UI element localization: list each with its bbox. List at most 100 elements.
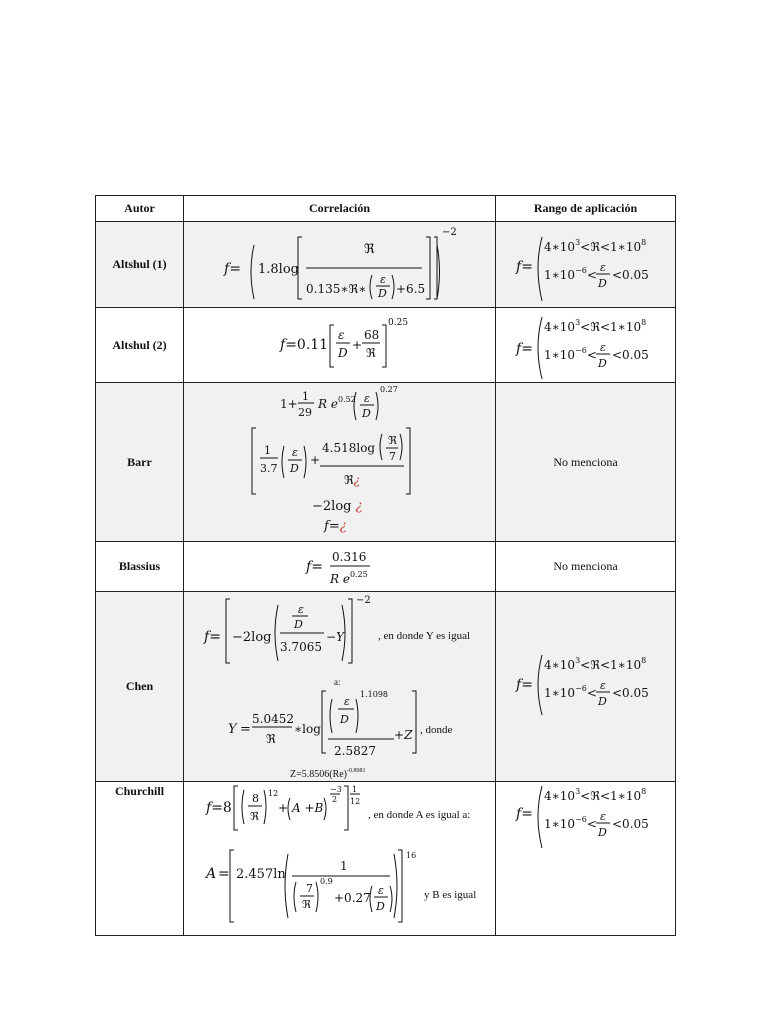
svg-text:16: 16 [406,851,416,860]
svg-text:4.518log: 4.518log [322,441,375,455]
svg-text:f=: f= [223,261,241,277]
correlation-formula: f=0.11 ε D + 68 ℜ 0.25 [183,307,496,383]
svg-text:+: + [352,338,362,352]
svg-text:3.7065: 3.7065 [280,640,322,654]
svg-text:ℜ: ℜ [364,242,375,257]
svg-text:D: D [339,713,349,726]
svg-text:0.9: 0.9 [320,877,333,886]
svg-text:f=0.11: f=0.11 [279,337,328,353]
svg-text:1.1098: 1.1098 [360,690,388,699]
svg-text:f=¿: f=¿ [323,519,347,534]
svg-text:f=: f= [515,259,533,275]
author-cell: Blassius [95,541,184,592]
correlation-formula: f= 0.316 R e0.25 [183,541,496,592]
svg-text:ε: ε [600,261,606,274]
svg-text:ε: ε [338,328,344,342]
svg-text:ℜ¿: ℜ¿ [344,473,360,487]
svg-text:1∗10−6<: 1∗10−6< [544,346,597,362]
svg-text:+: + [278,801,288,815]
svg-text:f=: f= [515,806,533,822]
svg-text:=: = [240,722,251,737]
header-correlation: Correlación [183,195,496,222]
churchill-a-note: , en donde A es igual a: [368,809,470,821]
svg-text:1: 1 [264,444,271,457]
svg-text:1∗10−6<: 1∗10−6< [544,815,597,831]
svg-text:ε: ε [344,695,350,708]
svg-text:−2log ¿: −2log ¿ [312,499,363,514]
chen-y-note: , en donde Y es igual [378,630,470,642]
svg-text:D: D [597,826,607,839]
range-formula-4: f= 4∗103<ℜ<1∗108 1∗10−6< ε D <0.05 [515,785,649,849]
table-row: Churchill f=8 8 ℜ 12 + A +B −3 [95,781,676,936]
svg-text:−2: −2 [356,595,371,606]
svg-text:ε: ε [292,446,298,459]
svg-text:D: D [377,287,387,300]
svg-text:=: = [218,866,230,882]
svg-text:ε: ε [378,884,384,897]
svg-text:4∗103<ℜ<1∗108: 4∗103<ℜ<1∗108 [544,318,646,334]
chen-formula: f= −2log ε D 3.7065 −Y −2 , en donde Y e… [203,595,470,780]
svg-text:D: D [289,462,299,475]
svg-text:f=: f= [515,341,533,357]
svg-text:1: 1 [352,785,357,794]
svg-text:ℜ: ℜ [266,732,276,746]
svg-text:ℜ: ℜ [302,898,311,911]
svg-text:1: 1 [340,859,348,873]
svg-text:D: D [597,357,607,370]
churchill-formula: f=8 8 ℜ 12 + A +B −3 2 1 [204,785,476,923]
svg-text:4∗103<ℜ<1∗108: 4∗103<ℜ<1∗108 [544,787,646,803]
author-cell: Altshul (1) [95,221,184,308]
svg-text:∗log: ∗log [294,722,321,736]
svg-text:D: D [597,277,607,290]
svg-text:+Z: +Z [394,728,413,742]
header-author: Autor [95,195,184,222]
svg-text:<0.05: <0.05 [612,686,649,700]
svg-text:2: 2 [332,795,337,804]
svg-text:7: 7 [306,882,313,895]
table-row: Altshul (1) f= 1.8log ℜ 0.135∗ℜ∗ ε D +6.… [95,221,676,308]
altshul2-formula: f=0.11 ε D + 68 ℜ 0.25 [279,318,408,368]
svg-text:4∗103<ℜ<1∗108: 4∗103<ℜ<1∗108 [544,238,646,254]
svg-text:Z=5.8506(Re)-0.8981: Z=5.8506(Re)-0.8981 [290,768,366,780]
svg-text:ε: ε [600,810,606,823]
churchill-b-note: y B es igual [424,889,476,901]
svg-text:D: D [597,695,607,708]
svg-text:1: 1 [302,390,309,403]
svg-text:+0.27: +0.27 [334,891,371,905]
table-row: Blassius f= 0.316 R e0.25 No menciona [95,541,676,592]
chen-donde-note: , donde [420,724,453,736]
svg-text:f=: f= [203,629,221,645]
svg-text:Y: Y [228,722,238,737]
svg-text:−3: −3 [330,785,342,794]
range-formula: f= 4∗103<ℜ<1∗108 1∗10−6< ε D <0.05 [495,781,676,936]
chen-z-note: Z=5.8506(Re) [290,769,347,780]
barr-formula: 1+ 1 29 R e0.52 ε D 0.27 1 3.7 ε [251,385,411,534]
correlation-formula: 1+ 1 29 R e0.52 ε D 0.27 1 3.7 ε [183,382,496,542]
svg-text:R e0.52: R e0.52 [317,395,356,411]
table-header-row: Autor Correlación Rango de aplicación [95,195,676,222]
svg-text:<0.05: <0.05 [612,348,649,362]
correlation-formula: f=8 8 ℜ 12 + A +B −3 2 1 [183,781,496,936]
svg-text:f=: f= [515,677,533,693]
correlation-formula: f= −2log ε D 3.7065 −Y −2 , en donde Y e… [183,591,496,782]
svg-text:0.27: 0.27 [380,385,398,394]
range-formula-1: f= 4∗103<ℜ<1∗108 1∗10−6< ε D <0.05 [515,236,649,301]
svg-text:−2log: −2log [232,630,271,645]
svg-text:1∗10−6<: 1∗10−6< [544,684,597,700]
table-row: Barr 1+ 1 29 R e0.52 ε D 0.27 1 [95,382,676,542]
range-formula-3: f= 4∗103<ℜ<1∗108 1∗10−6< ε D <0.05 [515,654,649,715]
table-row: Altshul (2) f=0.11 ε D + 68 ℜ 0.25 [95,307,676,383]
svg-text:7: 7 [389,450,396,463]
svg-text:1+: 1+ [280,397,298,411]
svg-text:ℜ: ℜ [250,810,259,823]
svg-text:29: 29 [298,406,312,419]
svg-text:f=8: f=8 [205,800,232,816]
range-formula: f= 4∗103<ℜ<1∗108 1∗10−6< ε D <0.05 [495,591,676,782]
svg-text:f=: f= [305,559,323,575]
svg-text:68: 68 [364,328,379,342]
svg-text:2.457ln: 2.457ln [236,867,286,882]
chen-a-note: a: [334,677,341,687]
correlation-formula: f= 1.8log ℜ 0.135∗ℜ∗ ε D +6.5 − [183,221,496,308]
chen-z-exponent: -0.8981 [347,768,366,774]
range-formula: f= 4∗103<ℜ<1∗108 1∗10−6< ε D <0.05 [495,221,676,308]
